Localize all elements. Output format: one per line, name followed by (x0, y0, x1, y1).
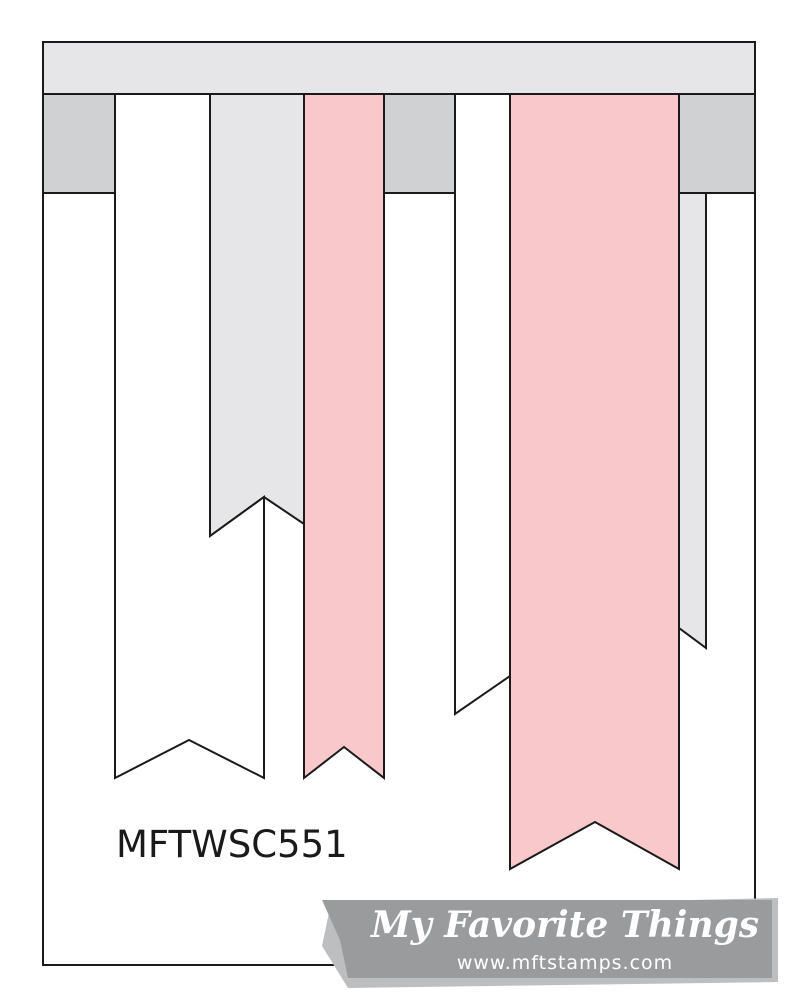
gray-block-left (42, 93, 116, 194)
banner-shape (322, 898, 778, 988)
banner-gray (209, 93, 305, 538)
sketch-code: MFTWSC551 (116, 823, 348, 866)
brand-banner: My Favorite Things www.mftstamps.com (322, 898, 778, 988)
banner-white-left (114, 93, 265, 780)
gray-block-right (678, 93, 756, 194)
banner-pink-wide (509, 93, 680, 871)
banner-pink-narrow (303, 93, 385, 781)
banner-white-middle (454, 93, 511, 716)
banner-thin-gray (678, 192, 707, 650)
brand-url: www.mftstamps.com (456, 952, 674, 974)
brand-name: My Favorite Things (370, 904, 760, 946)
top-strip (42, 41, 756, 95)
gray-block-middle (383, 93, 456, 194)
